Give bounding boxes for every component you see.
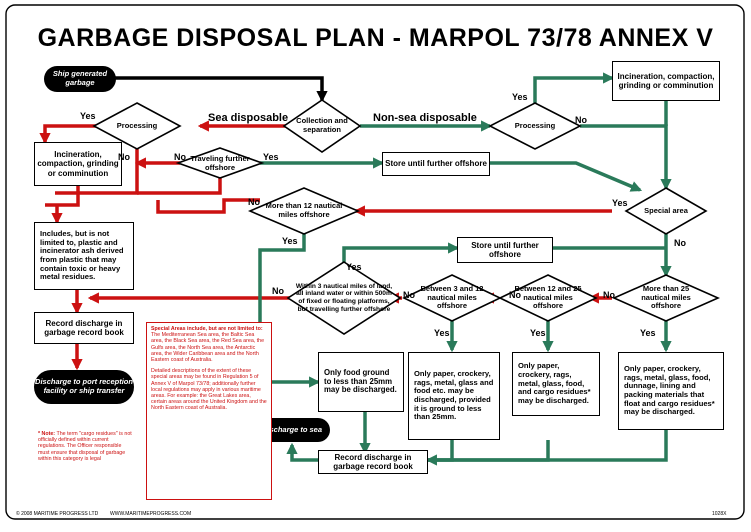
record-bottom-box: Record discharge in garbage record book xyxy=(318,450,428,474)
edge-more12-yes xyxy=(258,222,321,388)
non-sea-disposable-label: Non-sea disposable xyxy=(373,112,477,124)
decision-processing-left xyxy=(92,102,182,150)
incineration-left-box: Incineration, compaction, grinding or co… xyxy=(34,142,122,186)
decision-more-than-12 xyxy=(247,187,361,235)
between-3-12-label: Between 3 and 12 nautical miles offshore xyxy=(420,284,484,311)
includes-box: Includes, but is not limited to, plastic… xyxy=(34,222,134,290)
footer-copyright: © 2008 MARITIME PROGRESS LTD xyxy=(16,511,99,517)
yes-label: Yes xyxy=(346,262,362,272)
sea-disposable-label: Sea disposable xyxy=(208,112,289,124)
yes-label: Yes xyxy=(80,111,96,121)
decision-between-12-25 xyxy=(498,274,598,322)
footer-website: WWW.MARITIMEPROGRESS.COM xyxy=(110,511,192,517)
no-label: No xyxy=(272,286,284,296)
yes-label: Yes xyxy=(530,328,546,338)
special-areas-heading: Special Areas include, but are not limit… xyxy=(151,326,263,332)
incineration-right-box: Incineration, compaction, grinding or co… xyxy=(612,61,720,101)
footer-code: 1028X xyxy=(712,511,727,517)
edge-paper1225-record xyxy=(428,440,550,462)
edge-start-collection xyxy=(114,76,328,103)
yes-label: Yes xyxy=(282,236,298,246)
only-paper-3-12-box: Only paper, crockery, rags, metal, glass… xyxy=(408,352,500,440)
edge-processing-left-yes xyxy=(39,124,97,145)
yes-label: Yes xyxy=(263,152,279,162)
no-label: No xyxy=(248,197,260,207)
no-label: No xyxy=(575,115,587,125)
decision-traveling xyxy=(175,147,265,179)
more-than-25-label: More than 25 nautical miles offshore xyxy=(641,284,691,311)
traveling-label: Traveling further offshore xyxy=(190,154,250,172)
decision-within-3 xyxy=(286,261,402,335)
processing-right-label: Processing xyxy=(514,120,556,130)
collection-label: Collection and separation xyxy=(296,116,348,134)
no-label: No xyxy=(403,290,415,300)
edge-paper25-record xyxy=(428,430,668,462)
no-label: No xyxy=(603,290,615,300)
decision-special-area xyxy=(624,187,708,235)
store-box-2: Store until further offshore xyxy=(457,237,553,263)
cargo-note-label: * Note: xyxy=(38,431,56,437)
edge-paper312-record xyxy=(425,440,454,466)
decision-processing-right xyxy=(488,102,582,150)
edge-store1-special xyxy=(490,161,643,192)
cargo-note-text: The term "cargo residues" is not officia… xyxy=(38,431,132,462)
no-label: No xyxy=(174,152,186,162)
special-area-label: Special area xyxy=(644,205,688,215)
start-terminal: Ship generated garbage xyxy=(44,66,116,92)
edge-more12-no xyxy=(156,198,260,214)
special-areas-list: The Mediterranean Sea area, the Baltic S… xyxy=(151,332,265,363)
within-3-label: Within 3 nautical miles of land, all inl… xyxy=(295,282,393,313)
only-paper-12-25-box: Only paper, crockery, rags, metal, glass… xyxy=(512,352,600,416)
processing-left-label: Processing xyxy=(116,120,158,130)
no-label: No xyxy=(118,152,130,162)
discharge-port-terminal: Discharge to port reception facility or … xyxy=(34,370,134,404)
between-12-25-label: Between 12 and 25 nautical miles offshor… xyxy=(514,284,582,311)
no-label: No xyxy=(509,290,521,300)
only-food-box: Only food ground to less than 25mm may b… xyxy=(318,352,404,412)
edge-processing-right-yes xyxy=(533,72,615,103)
no-label: No xyxy=(674,238,686,248)
cargo-residues-note: * Note: The term "cargo residues" is not… xyxy=(34,428,138,498)
decision-more-than-25 xyxy=(612,274,720,322)
decision-collection xyxy=(282,99,362,153)
edge-incin-left-out xyxy=(45,185,80,207)
yes-label: Yes xyxy=(612,198,628,208)
special-areas-note: Special Areas include, but are not limit… xyxy=(146,322,272,500)
special-areas-detail: Detailed descriptions of the extent of t… xyxy=(151,368,267,412)
yes-label: Yes xyxy=(434,328,450,338)
only-paper-25-box: Only paper, crockery, rags, metal, glass… xyxy=(618,352,724,430)
yes-label: Yes xyxy=(512,92,528,102)
edge-join-traveling xyxy=(137,175,222,195)
decision-between-3-12 xyxy=(402,274,502,322)
page-border xyxy=(5,4,745,520)
record-left-box: Record discharge in garbage record book xyxy=(34,312,134,344)
more-than-12-label: More than 12 nautical miles offshore xyxy=(265,201,343,219)
edge-record-sea xyxy=(286,442,318,462)
store-box-1: Store until further offshore xyxy=(382,152,490,176)
edge-processing-right-no xyxy=(580,124,672,191)
yes-label: Yes xyxy=(640,328,656,338)
page-title: GARBAGE DISPOSAL PLAN - MARPOL 73/78 ANN… xyxy=(37,24,714,52)
